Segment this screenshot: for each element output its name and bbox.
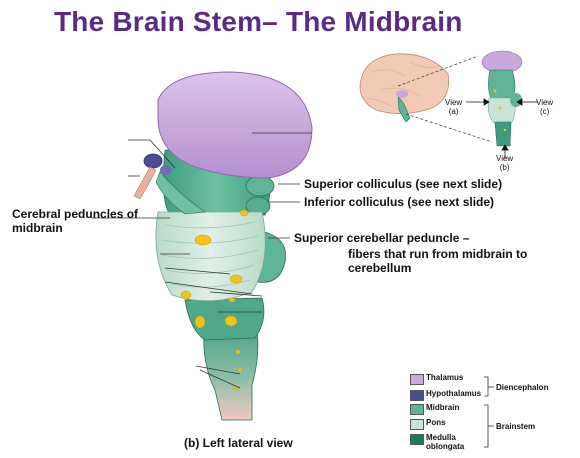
slide-title: The Brain Stem– The Midbrain [54,6,463,37]
view-b-label: View (b) [496,154,513,172]
superior-colliculus [245,175,275,197]
diencephalon-group-label: Diencephalon [496,383,549,392]
medulla-upper [184,297,265,341]
superior-cerebellar-peduncle-label: Superior cerebellar peduncle – [294,231,470,245]
cerebral-peduncles-label: Cerebral peduncles of midbrain [12,207,139,235]
thalamus-swatch [410,374,424,385]
view-c-label: View (c) [536,98,553,116]
view-c-text: View (c) [536,98,554,116]
midbrain-swatch [410,404,424,415]
thalamus [157,71,313,179]
view-a-label: View (a) [445,98,462,116]
mammillary-body [160,165,172,175]
legend: Thalamus Hypothalamus Midbrain Pons Medu… [410,372,575,454]
legend-item-label: Thalamus [426,373,464,382]
legend-item-label: Midbrain [426,403,460,412]
medulla-swatch [410,434,424,445]
superior-colliculus-label: Superior colliculus (see next slide) [304,177,503,191]
brainstem-group-label: Brainstem [496,422,536,431]
hypothalamus [143,153,163,169]
pituitary-stalk [133,166,157,200]
view-b-text: View (b) [496,154,514,172]
legend-item-label: Medulla oblongata [426,433,465,451]
cerebral-peduncle [155,171,206,215]
inset-orientation-figure [359,50,538,158]
inset-brainstem [397,95,411,123]
view-a-text: View (a) [445,98,463,116]
figure-caption: (b) Left lateral view [184,436,293,450]
inferior-colliculus-label: Inferior colliculus (see next slide) [304,195,495,209]
legend-item-label: Hypothalamus [426,389,482,398]
hypothalamus-swatch [410,390,424,401]
superior-cerebellar-peduncle-description: fibers that run from midbrain to cerebel… [348,247,528,275]
legend-item-label: Pons [426,418,446,427]
pons-swatch [410,419,424,430]
